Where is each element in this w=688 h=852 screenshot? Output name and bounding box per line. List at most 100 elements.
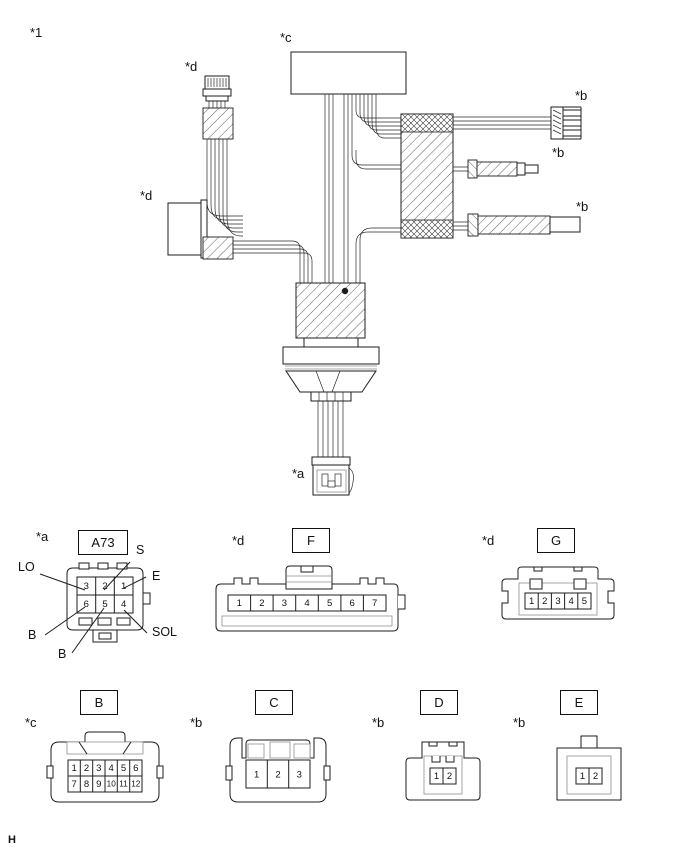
pin-2: 2: [84, 763, 89, 774]
terminal-label-b1: B: [28, 628, 37, 642]
terminal-label-e: E: [152, 569, 161, 583]
connector-b-drawing: 1 2 3 4 5 6 7 8 9 10 11 12: [46, 731, 164, 803]
callout-ref-c-top: *c: [280, 30, 292, 45]
callout-ref-d-left: *d: [140, 188, 153, 203]
terminal-label-lo: LO: [18, 560, 35, 574]
tape-block-right-bottom-hatch: [400, 219, 454, 239]
callout-ref-b-2: *b: [552, 145, 565, 160]
connector-g-drawing: 1 2 3 4 5: [501, 566, 615, 620]
connector-c-ref: *b: [190, 715, 203, 730]
connector-b1-plug: [550, 106, 582, 140]
connector-d2-ref: *b: [372, 715, 385, 730]
pin-6: 6: [349, 598, 354, 609]
callout-ref-b-3: *b: [576, 199, 589, 214]
wire-bundle-to-a: [317, 401, 344, 457]
connector-f-drawing: 1 2 3 4 5 6 7: [215, 565, 406, 632]
pin-1: 1: [434, 771, 439, 782]
connector-a-drawing: 3 2 1 6 5 4: [66, 562, 151, 643]
pin-2: 2: [593, 771, 598, 782]
pin-6: 6: [84, 599, 89, 610]
wire-bundle-d-left-run: [233, 240, 313, 283]
pin-4: 4: [109, 763, 114, 774]
pin-12: 12: [131, 780, 141, 789]
connector-a-code: A73: [91, 535, 115, 550]
connector-a-leader-lines: [39, 561, 148, 654]
tape-block-right: [400, 113, 454, 239]
connector-c-drawing: 1 2 3: [225, 737, 331, 803]
connector-g-code-box: G: [537, 528, 575, 553]
pin-1: 1: [72, 763, 77, 774]
wire-bundle-d-vertical: [206, 139, 243, 237]
connector-e-code-box: E: [560, 690, 598, 715]
pin-2: 2: [259, 598, 264, 609]
pin-7: 7: [372, 598, 377, 609]
connector-f-ref: *d: [232, 533, 245, 548]
connector-c-code: C: [269, 695, 279, 710]
connector-f-code: F: [307, 533, 315, 548]
pin-2: 2: [447, 771, 452, 782]
connector-b-ref: *c: [25, 715, 37, 730]
sleeve-b2: [467, 159, 539, 179]
pin-3: 3: [282, 598, 287, 609]
callout-ref-1: *1: [30, 25, 43, 40]
pin-8: 8: [84, 779, 89, 790]
pin-1: 1: [121, 581, 126, 592]
wire-bundle-center: [324, 94, 349, 283]
junction-tape-block: [295, 282, 366, 339]
pin-4: 4: [569, 596, 574, 607]
pin-9: 9: [96, 779, 101, 790]
tape-d-top: [202, 107, 234, 140]
pin-1: 1: [254, 770, 259, 781]
connector-d2-code: D: [434, 695, 444, 710]
connector-b-code: B: [94, 695, 104, 710]
grommet-assembly: [282, 337, 380, 402]
pin-4: 4: [121, 599, 126, 610]
callout-ref-b-1: *b: [575, 88, 588, 103]
connector-d2-drawing: 1 2: [405, 741, 481, 801]
pin-5: 5: [582, 596, 587, 607]
connector-e-code: E: [574, 695, 584, 710]
terminal-label-sol: SOL: [152, 625, 178, 639]
connector-d-left: [167, 199, 208, 259]
wire-branch-b1: [453, 116, 551, 130]
pin-3: 3: [84, 581, 89, 592]
pin-3: 3: [555, 596, 560, 607]
wire-bundle-to-right-block: [355, 94, 401, 139]
wire-branch-b2: [453, 166, 470, 172]
pin-11: 11: [119, 780, 128, 789]
pin-2: 2: [542, 596, 547, 607]
terminal-label-b2: B: [58, 647, 67, 661]
connector-d2-code-box: D: [420, 690, 458, 715]
ecu-box-c: [290, 51, 407, 95]
pin-1: 1: [580, 771, 585, 782]
wire-branch-b3: [453, 221, 470, 231]
connector-g-ref: *d: [482, 533, 495, 548]
pin-5: 5: [327, 598, 332, 609]
pin-4: 4: [304, 598, 309, 609]
tape-d-left: [202, 236, 234, 260]
tape-block-right-top-hatch: [400, 113, 454, 133]
connector-a-housing: [311, 456, 354, 496]
sheet-mark: H: [8, 834, 16, 846]
callout-ref-a-bottom: *a: [292, 466, 305, 481]
connector-e-drawing: 1 2: [556, 735, 622, 801]
connector-c-code-box: C: [255, 690, 293, 715]
pin-10: 10: [107, 780, 117, 789]
pin-3: 3: [297, 770, 302, 781]
terminal-label-s: S: [136, 543, 145, 557]
pin-7: 7: [72, 779, 77, 790]
connector-f-code-box: F: [292, 528, 330, 553]
connector-d-top: [202, 75, 232, 102]
pin-5: 5: [121, 763, 126, 774]
pin-2: 2: [102, 581, 107, 592]
wire-bundle-d-top: [208, 101, 226, 108]
wire-bundle-mid-right: [351, 94, 401, 170]
connector-g-code: G: [550, 533, 562, 548]
harness-routing-diagram: [167, 51, 582, 496]
connector-b-code-box: B: [80, 690, 118, 715]
sleeve-b3: [467, 213, 581, 237]
pin-6: 6: [133, 763, 138, 774]
pin-3: 3: [96, 763, 101, 774]
pin-1: 1: [237, 598, 242, 609]
